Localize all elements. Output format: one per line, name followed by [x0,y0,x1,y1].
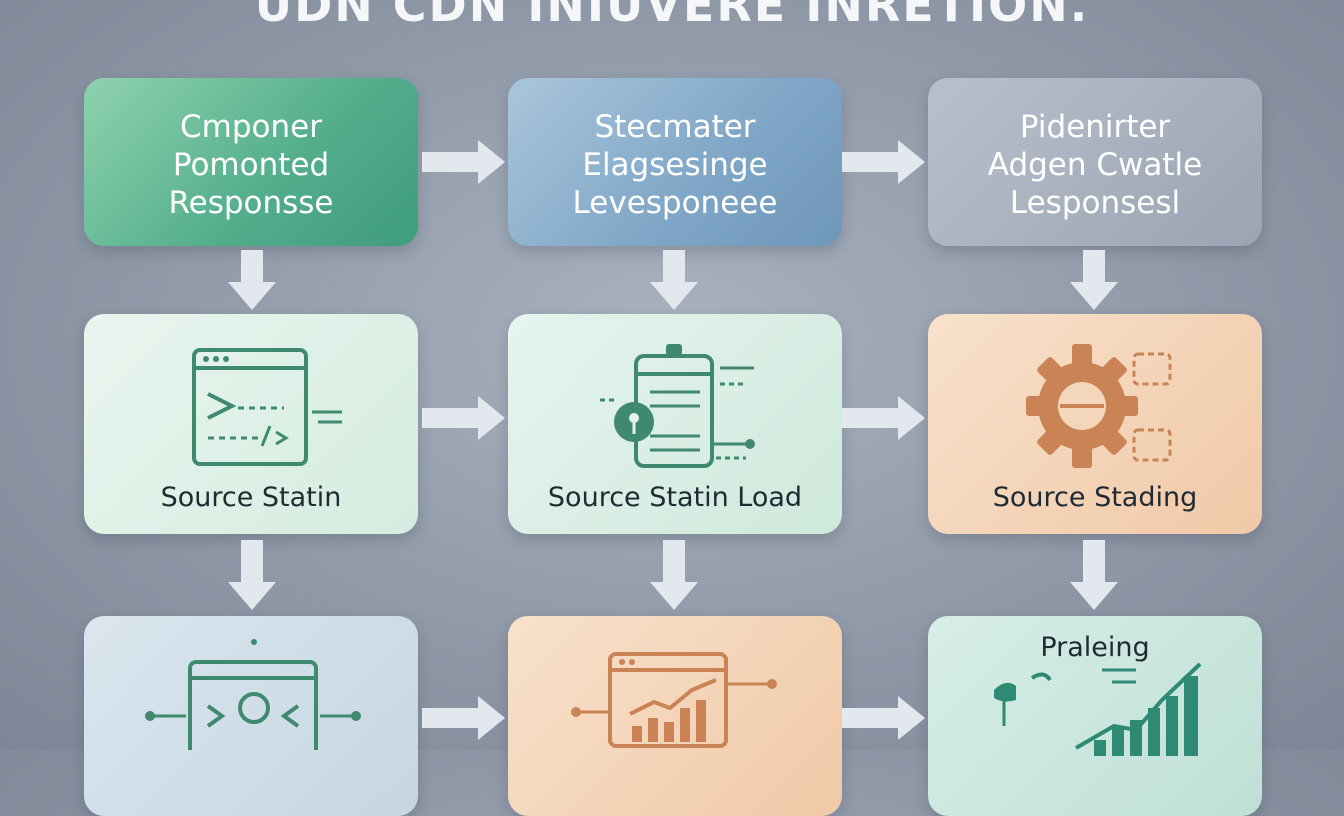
node-label: Stecmater Elagsesinge Levesponeee [572,109,778,221]
node-label: Source Stading [992,482,1198,513]
node-source-statin[interactable]: Source Statin [84,314,418,534]
node-label: Praleing [1040,632,1150,663]
arrow-right [842,396,925,440]
node-label: Pidenirter Adgen Cwatle Lesponsesl [987,109,1203,221]
arrow-down [650,250,698,310]
arrow-down [228,250,276,310]
gear-icon [1026,344,1172,468]
node-label: Cmponer Pomonted Responsse [168,109,334,221]
node-component-response[interactable]: Cmponer Pomonted Responsse [84,78,418,246]
arrow-right [422,696,505,740]
node-source-stading[interactable]: Source Stading [928,314,1262,534]
page-title: UDN CDN INIUVERE INRETION. [254,0,1090,32]
node-label: Source Statin Load [547,482,803,513]
node-pidenirter-response[interactable]: Pidenirter Adgen Cwatle Lesponsesl [928,78,1262,246]
node-chart-window[interactable] [508,616,842,816]
arrow-right [842,140,925,184]
arrow-right [422,396,505,440]
chart-window-icon [571,652,777,748]
arrow-down [228,540,276,610]
node-praleing[interactable]: Praleing [928,616,1262,816]
arrow-down [650,540,698,610]
node-stecmater-response[interactable]: Stecmater Elagsesinge Levesponeee [508,78,842,246]
node-label: Source Statin [160,482,342,513]
arrow-down [1070,250,1118,310]
arrow-right [422,140,505,184]
user-window-icon [145,639,361,750]
node-source-statin-load[interactable]: Source Statin Load [508,314,842,534]
bar-chart-icon [994,662,1202,756]
arrow-right [842,696,925,740]
mobile-document-icon [600,344,755,468]
node-user-window[interactable] [84,616,418,816]
terminal-window-icon [192,348,342,466]
arrow-down [1070,540,1118,610]
